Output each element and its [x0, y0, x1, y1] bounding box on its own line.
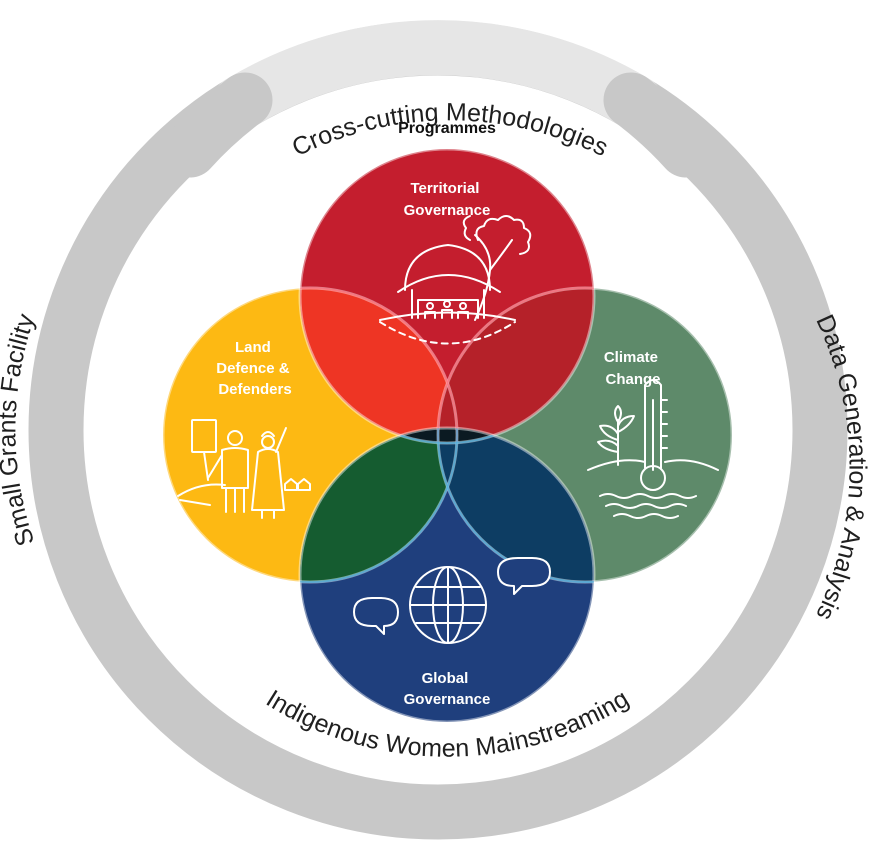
label-land-defence: Land Defence & Defenders: [216, 339, 294, 398]
label-territorial-governance: Territorial Governance: [404, 180, 491, 219]
protest-people-icon: [177, 419, 311, 519]
thermometer-plant-icon: [587, 379, 719, 519]
label-global-governance: Global Governance: [404, 670, 491, 708]
ring-cap-left: [162, 72, 273, 178]
outer-ring: [28, 20, 848, 840]
house-tree-icon: [379, 215, 532, 345]
ring-segment-top: [212, 20, 664, 131]
programmes-title: Programmes: [398, 120, 496, 137]
outline-accent-bottom: [300, 428, 594, 583]
ring-cap-right: [603, 72, 714, 178]
globe-speech-icon: [353, 557, 551, 644]
